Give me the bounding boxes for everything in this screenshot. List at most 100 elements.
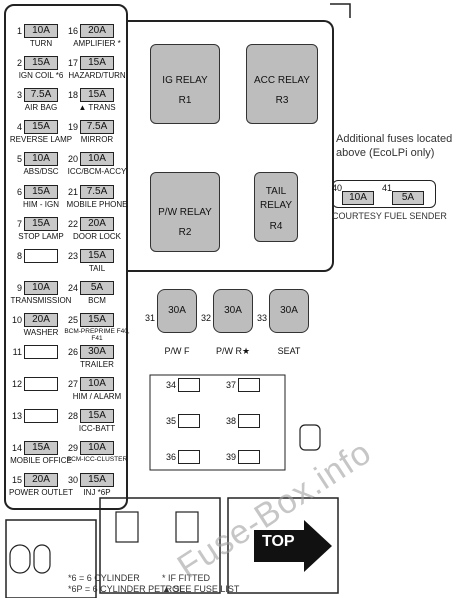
fuse-5-number: 5 [16, 154, 22, 165]
fuse-7-number: 7 [16, 218, 22, 229]
big-fuse-32-number: 32 [200, 313, 211, 323]
fuse-20: 10A [80, 152, 114, 167]
big-fuse-31-number: 31 [144, 313, 155, 323]
fuse-14: 15A [24, 441, 58, 456]
fuse-1: 10A [24, 24, 58, 38]
fuse-1-label: TURN [29, 39, 53, 48]
fuse-27: 10A [80, 377, 114, 392]
fuse-21-label: MOBILE PHONE [66, 199, 128, 209]
spare-37-number: 37 [225, 380, 236, 390]
top-arrow-icon [254, 520, 332, 572]
footnote-6cyl: *6 = 6 CYLINDER [68, 573, 140, 583]
fuse-5-label: ABS/DSC [23, 167, 59, 177]
fuse-30: 15A [80, 473, 114, 488]
fuse-29-label: BCM-ICC-CLUSTER [66, 456, 128, 464]
additional-note-line2: above (EcoLPi only) [336, 147, 435, 159]
fuse-23: 15A [80, 248, 114, 263]
fuse-12 [24, 377, 58, 392]
relay-r4-name: TAIL RELAY [259, 186, 293, 211]
footnote-6cyl-petrol: *6P = 6 CYLINDER PETROL [68, 584, 185, 594]
relay-r4-id: R4 [269, 221, 283, 232]
fuse-18-number: 18 [67, 90, 78, 101]
fuse-22-label: DOOR LOCK [72, 231, 121, 241]
big-fuse-31: 30A [157, 289, 197, 333]
spare-slot-36 [178, 450, 200, 464]
fuse-8 [24, 248, 58, 263]
fuse-41-number: 41 [381, 183, 392, 193]
fuse-19-number: 19 [67, 122, 78, 133]
footnote-if-fitted: * IF FITTED [162, 573, 210, 583]
fuse-4: 15A [24, 120, 58, 135]
fuse-5: 10A [24, 152, 58, 167]
fuse-26-label: TRAILER [80, 360, 114, 369]
fuse-6-label: HIM - IGN [23, 199, 59, 209]
big-fuse-32: 30A [213, 289, 253, 333]
fuse-27-label: HIM / ALARM [72, 392, 122, 402]
relay-r2: P/W RELAY R2 [150, 172, 220, 252]
fuse-23-label: TAIL [88, 263, 106, 273]
fuse-14-label: MOBILE OFFICE [10, 456, 72, 466]
spare-slot-34 [178, 378, 200, 392]
fuse-29-number: 29 [67, 443, 78, 454]
fuse-30-label: INJ *6P [83, 488, 111, 498]
relay-r3: ACC RELAY R3 [246, 44, 318, 124]
fuse-10: 20A [24, 312, 58, 327]
fuse-10-number: 10 [11, 314, 22, 325]
fuse-18-label: ▲ TRANS [78, 103, 116, 113]
fuse-7: 15A [24, 216, 58, 231]
fuse-15-label: POWER OUTLET [8, 488, 73, 498]
fuse-1-number: 1 [16, 26, 22, 36]
spare-slot-38 [238, 414, 260, 428]
spare-slot-35 [178, 414, 200, 428]
big-fuse-33: 30A [269, 289, 309, 333]
fuse-4-label: REVERSE LAMP [9, 135, 73, 145]
fuse-21-number: 21 [67, 186, 78, 197]
fuse-3-label: AIR BAG [24, 103, 58, 113]
fuse-13-number: 13 [11, 411, 22, 422]
spare-slot-37 [238, 378, 260, 392]
relay-r3-name: ACC RELAY [254, 75, 310, 86]
fuse-15-number: 15 [11, 475, 22, 486]
fuse-40: 10A [342, 191, 374, 205]
relay-r1-id: R1 [178, 95, 192, 106]
fuse-24: 5A [80, 280, 114, 295]
fuse-16: 20A [80, 24, 114, 38]
fuse-28-label: ICC-BATT [78, 424, 116, 434]
fuse-15: 20A [24, 473, 58, 488]
fuse-16-label: AMPLIFIER * [73, 39, 121, 48]
fuse-41: 5A [392, 191, 424, 205]
fuse-40-number: 40 [331, 183, 342, 193]
fuse-19: 7.5A [80, 120, 114, 135]
fuse-23-number: 23 [67, 250, 78, 261]
spare-39-number: 39 [225, 452, 236, 462]
fuse-20-number: 20 [67, 154, 78, 165]
fuse-11-number: 11 [12, 347, 22, 357]
big-fuse-31-label: P/W F [164, 346, 190, 356]
big-fuse-32-label: P/W R★ [215, 346, 251, 356]
fuse-24-number: 24 [67, 282, 78, 293]
fuse-20-label: ICC/BCM-ACCY [67, 167, 127, 177]
fuse-22-number: 22 [67, 218, 78, 229]
fuse-25-number: 25 [67, 314, 78, 325]
fuse-4-number: 4 [16, 122, 22, 133]
fuse-26: 30A [80, 345, 114, 359]
fuse-30-number: 30 [67, 475, 78, 486]
relay-r3-id: R3 [275, 95, 289, 106]
fuse-18: 15A [80, 88, 114, 103]
fuse-2: 15A [24, 56, 58, 71]
fuse-10-label: WASHER [23, 327, 59, 337]
fuse-6-number: 6 [16, 186, 22, 197]
footnote-see-fuse-list: ▲ SEE FUSE LIST [162, 584, 240, 594]
fuse-29: 10A [80, 441, 114, 456]
fuse-25: 15A [80, 312, 114, 327]
fuse-22: 20A [80, 216, 114, 231]
fuse-9: 10A [24, 280, 58, 295]
fuse-28-number: 28 [67, 411, 78, 422]
fuse-14-number: 14 [11, 443, 22, 454]
relay-r2-name: P/W RELAY [158, 207, 212, 218]
fuse-3: 7.5A [24, 88, 58, 103]
fuse-17-number: 17 [67, 58, 78, 69]
fuse-24-label: BCM [88, 295, 106, 305]
